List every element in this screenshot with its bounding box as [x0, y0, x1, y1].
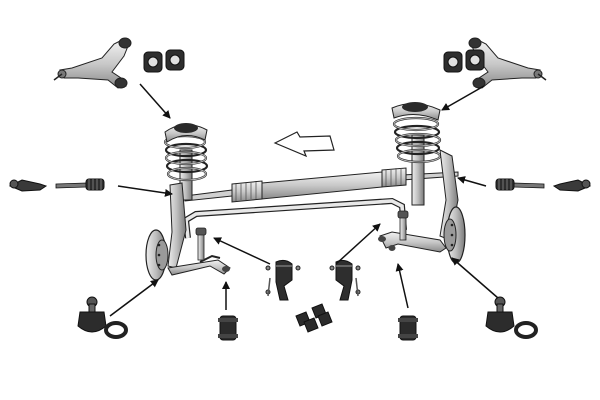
- arrow-upper-right: [441, 85, 485, 111]
- right-strut-assembly: [378, 102, 466, 264]
- arm-bushings-right-icon: [443, 49, 485, 73]
- arrow-bushing-right: [395, 263, 409, 309]
- arrow-ball-joint-left: [109, 279, 159, 317]
- upper-control-arm-right-icon: [468, 37, 547, 89]
- ball-joint-left-icon: [77, 296, 128, 339]
- arrow-link-right: [335, 223, 381, 265]
- stabilizer-link-right-icon: [329, 259, 361, 301]
- pointer-arrows: [109, 83, 499, 317]
- arm-bushings-left-icon: [143, 49, 185, 73]
- inner-tie-rod-right-icon: [495, 178, 545, 191]
- arrow-upper-left: [139, 83, 171, 119]
- axle-assembly: [182, 167, 459, 239]
- ball-joint-right-icon: [485, 296, 538, 339]
- tie-rod-end-left-icon: [8, 179, 48, 192]
- upper-control-arm-left-icon: [53, 37, 132, 89]
- left-strut-assembly: [145, 123, 231, 281]
- stabilizer-bushings-icon: [295, 303, 333, 333]
- bushing-right-icon: [398, 315, 418, 341]
- stabilizer-link-left-icon: [265, 259, 301, 301]
- arrow-tie-rod-left: [117, 185, 173, 197]
- tie-rod-end-right-icon: [552, 179, 592, 192]
- arrow-link-left: [213, 237, 271, 265]
- inner-tie-rod-left-icon: [55, 178, 105, 191]
- arrow-ball-joint-right: [451, 257, 499, 299]
- bushing-left-icon: [218, 315, 238, 341]
- direction-arrow-icon: [273, 131, 335, 158]
- arrow-tie-rod-right: [457, 176, 487, 187]
